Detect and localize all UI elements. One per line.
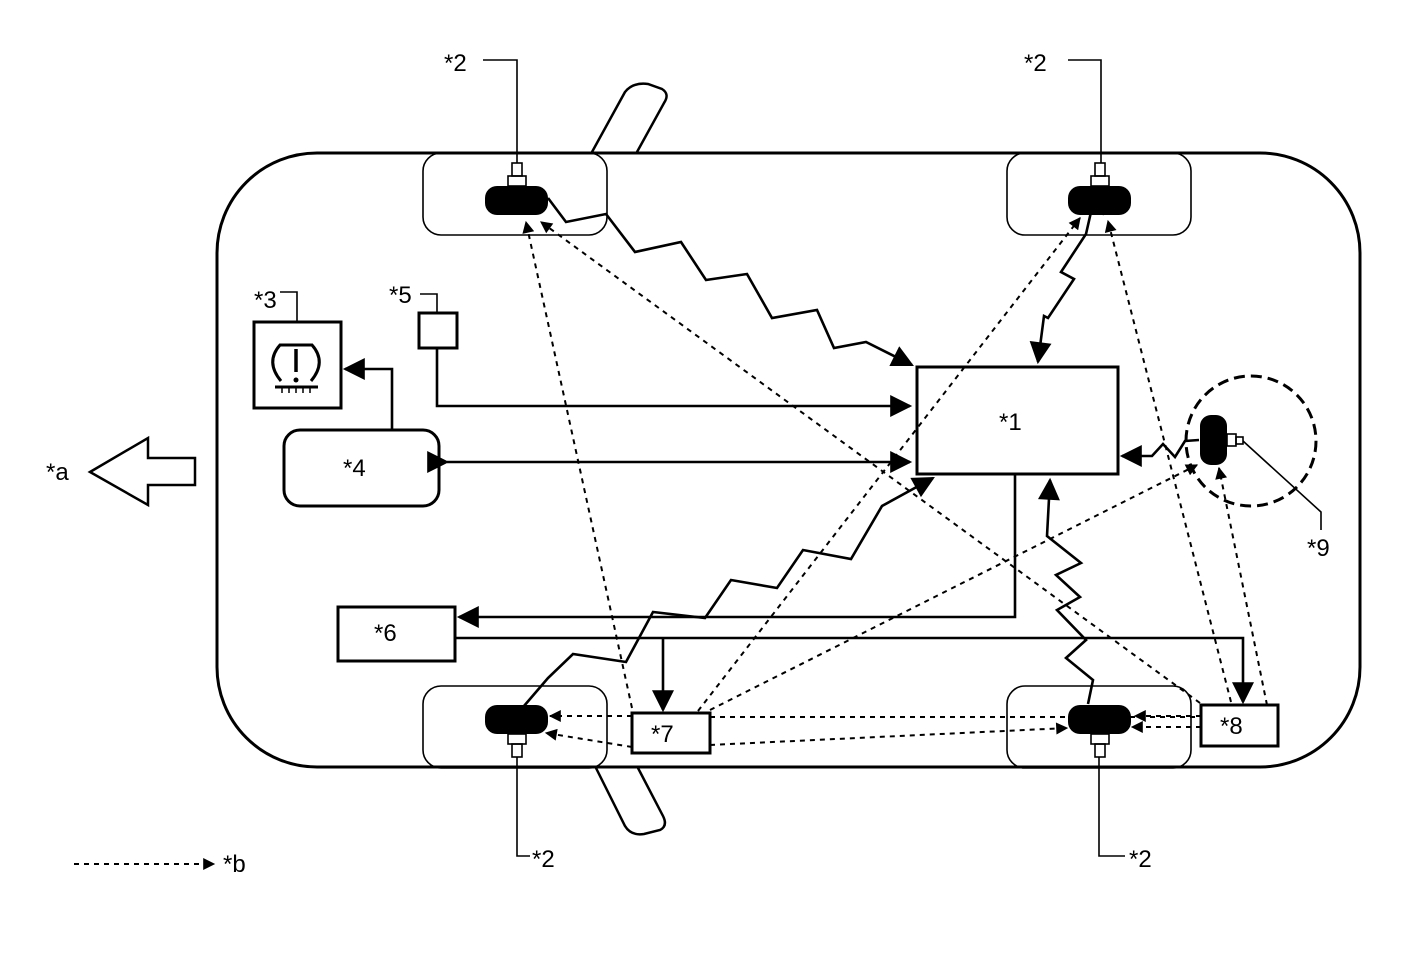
combination-meter-label: *4 — [343, 455, 366, 482]
warning-light-label: *3 — [254, 287, 277, 314]
legend-label: *b — [223, 851, 246, 878]
sensor-callouts: *2 *2 *2 *2 *9 — [444, 50, 1330, 873]
front-wheel-struts — [590, 82, 668, 836]
tire-front-left — [485, 162, 548, 215]
tire-rear-right — [1068, 705, 1131, 758]
sensor-front-right-label: *2 — [1024, 50, 1047, 77]
sensor-rear-left-label: *2 — [532, 846, 555, 873]
wheel-well-front-left — [422, 152, 608, 236]
initializer-rear-label: *8 — [1220, 713, 1243, 740]
spare-tire — [1184, 374, 1318, 508]
component-6-label: *6 — [374, 620, 397, 647]
switch-box — [417, 311, 459, 350]
wired-connections — [342, 348, 1254, 713]
switch-label: *5 — [389, 282, 412, 309]
vehicle-body — [215, 151, 1362, 769]
initialization-signals — [522, 217, 1268, 748]
sensor-front-left-label: *2 — [444, 50, 467, 77]
initializer-rear-box — [1199, 703, 1280, 748]
tire-pressure-warning-icon — [271, 343, 321, 393]
component-6-box — [336, 605, 457, 663]
ecu-label: *1 — [999, 409, 1022, 436]
front-direction-label: *a — [46, 459, 69, 486]
arrow-left-icon — [87, 435, 197, 508]
legend: *b — [74, 851, 246, 878]
tire-front-right — [1068, 162, 1131, 215]
wheel-well-rear-left — [422, 685, 608, 769]
initializer-front-box — [630, 711, 712, 755]
spare-sensor-label: *9 — [1307, 535, 1330, 562]
radio-signals — [523, 197, 1200, 707]
sensor-rear-right-label: *2 — [1129, 846, 1152, 873]
tire-rear-left — [485, 705, 548, 758]
wheel-well-front-right — [1006, 152, 1192, 236]
initializer-front-label: *7 — [651, 721, 674, 748]
